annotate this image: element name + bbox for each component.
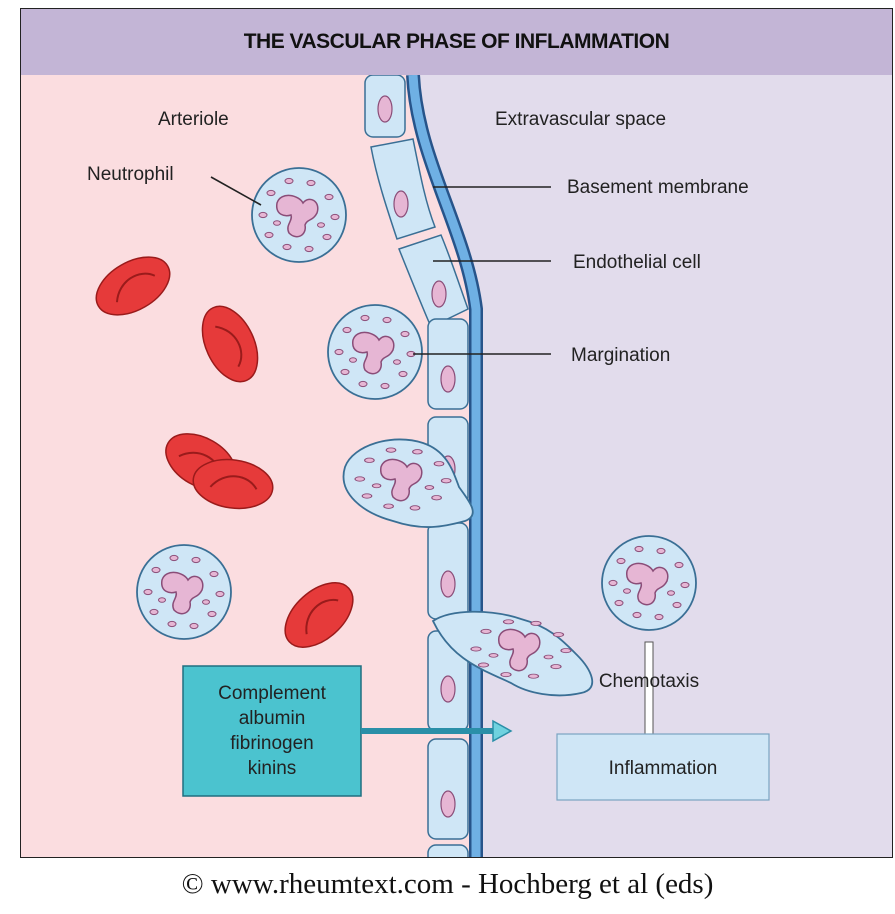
label-neutrophil: Neutrophil: [87, 164, 174, 185]
region-label-arteriole: Arteriole: [158, 109, 229, 130]
vascular-diagram: Arteriole Extravascular space Neutrophil…: [21, 9, 893, 858]
endothelial-cell: [428, 739, 468, 839]
diagram-frame: Arteriole Extravascular space Neutrophil…: [20, 8, 893, 858]
label-inflammation: Inflammation: [609, 758, 718, 779]
endothelial-cell: [428, 845, 468, 858]
protein-kinins: kinins: [248, 758, 297, 779]
label-endothelial-cell: Endothelial cell: [573, 252, 701, 273]
neutrophil-cell: [137, 545, 231, 639]
label-chemotaxis: Chemotaxis: [599, 671, 699, 692]
title-bar: THE VASCULAR PHASE OF INFLAMMATION: [21, 9, 892, 75]
protein-complement: Complement: [218, 683, 326, 704]
neutrophil-cell: [602, 536, 696, 630]
neutrophil-cell: [328, 305, 422, 399]
neutrophil-cell: [252, 168, 346, 262]
protein-albumin: albumin: [239, 708, 306, 729]
region-label-extravascular: Extravascular space: [495, 109, 666, 130]
label-margination: Margination: [571, 345, 670, 366]
copyright-footer: © www.rheumtext.com - Hochberg et al (ed…: [0, 868, 895, 901]
endothelial-cell: [428, 319, 468, 409]
protein-fibrinogen: fibrinogen: [230, 733, 313, 754]
label-basement-membrane: Basement membrane: [567, 177, 749, 198]
diagram-title: THE VASCULAR PHASE OF INFLAMMATION: [244, 30, 670, 54]
